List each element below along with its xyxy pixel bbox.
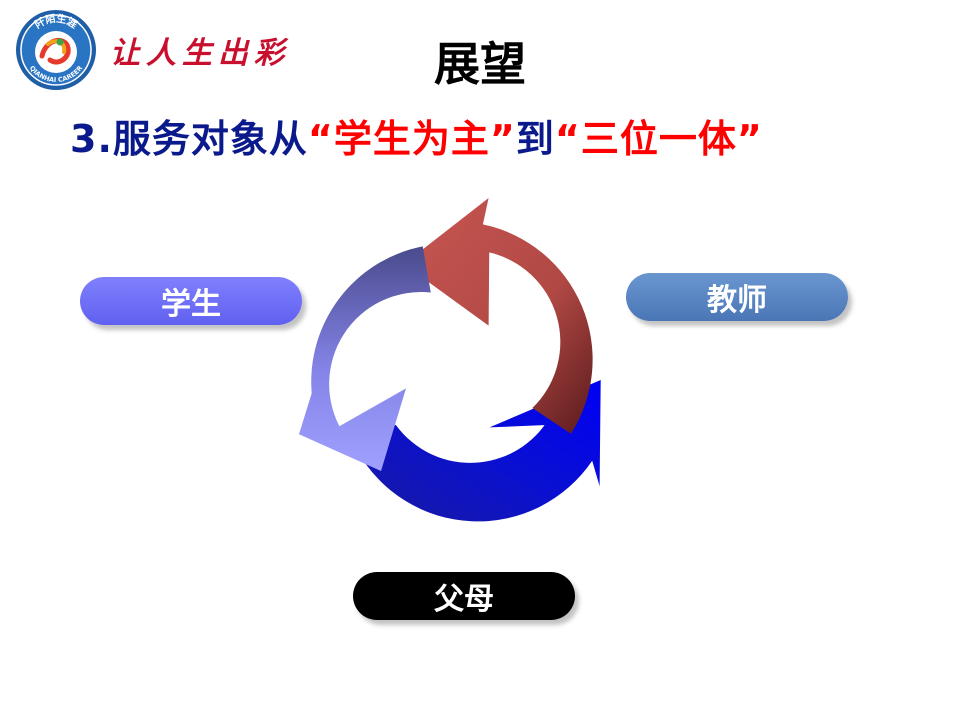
- label-students: 学生: [80, 277, 302, 325]
- cycle-diagram: [299, 198, 601, 522]
- qianhai-career-logo: 阡陌生涯 QIANHAI CAREER: [16, 10, 96, 90]
- subtitle-middle: 到: [515, 117, 555, 161]
- subtitle-prefix: 3.服务对象从: [70, 117, 308, 161]
- cycle-arrow-red: [403, 198, 593, 434]
- slogan: 让人生出彩: [110, 36, 290, 71]
- slide-title: 展望: [434, 37, 526, 91]
- cycle-arrow-blue: [357, 380, 601, 522]
- label-parents: 父母: [353, 572, 575, 620]
- subtitle-quote-students: “学生为主”: [307, 117, 516, 161]
- label-teachers: 教师: [626, 273, 848, 321]
- slide-subtitle: 3.服务对象从“学生为主”到“三位一体”: [70, 108, 763, 163]
- cycle-arrow-lavender: [299, 246, 431, 471]
- subtitle-quote-trinity: “三位一体”: [554, 117, 763, 161]
